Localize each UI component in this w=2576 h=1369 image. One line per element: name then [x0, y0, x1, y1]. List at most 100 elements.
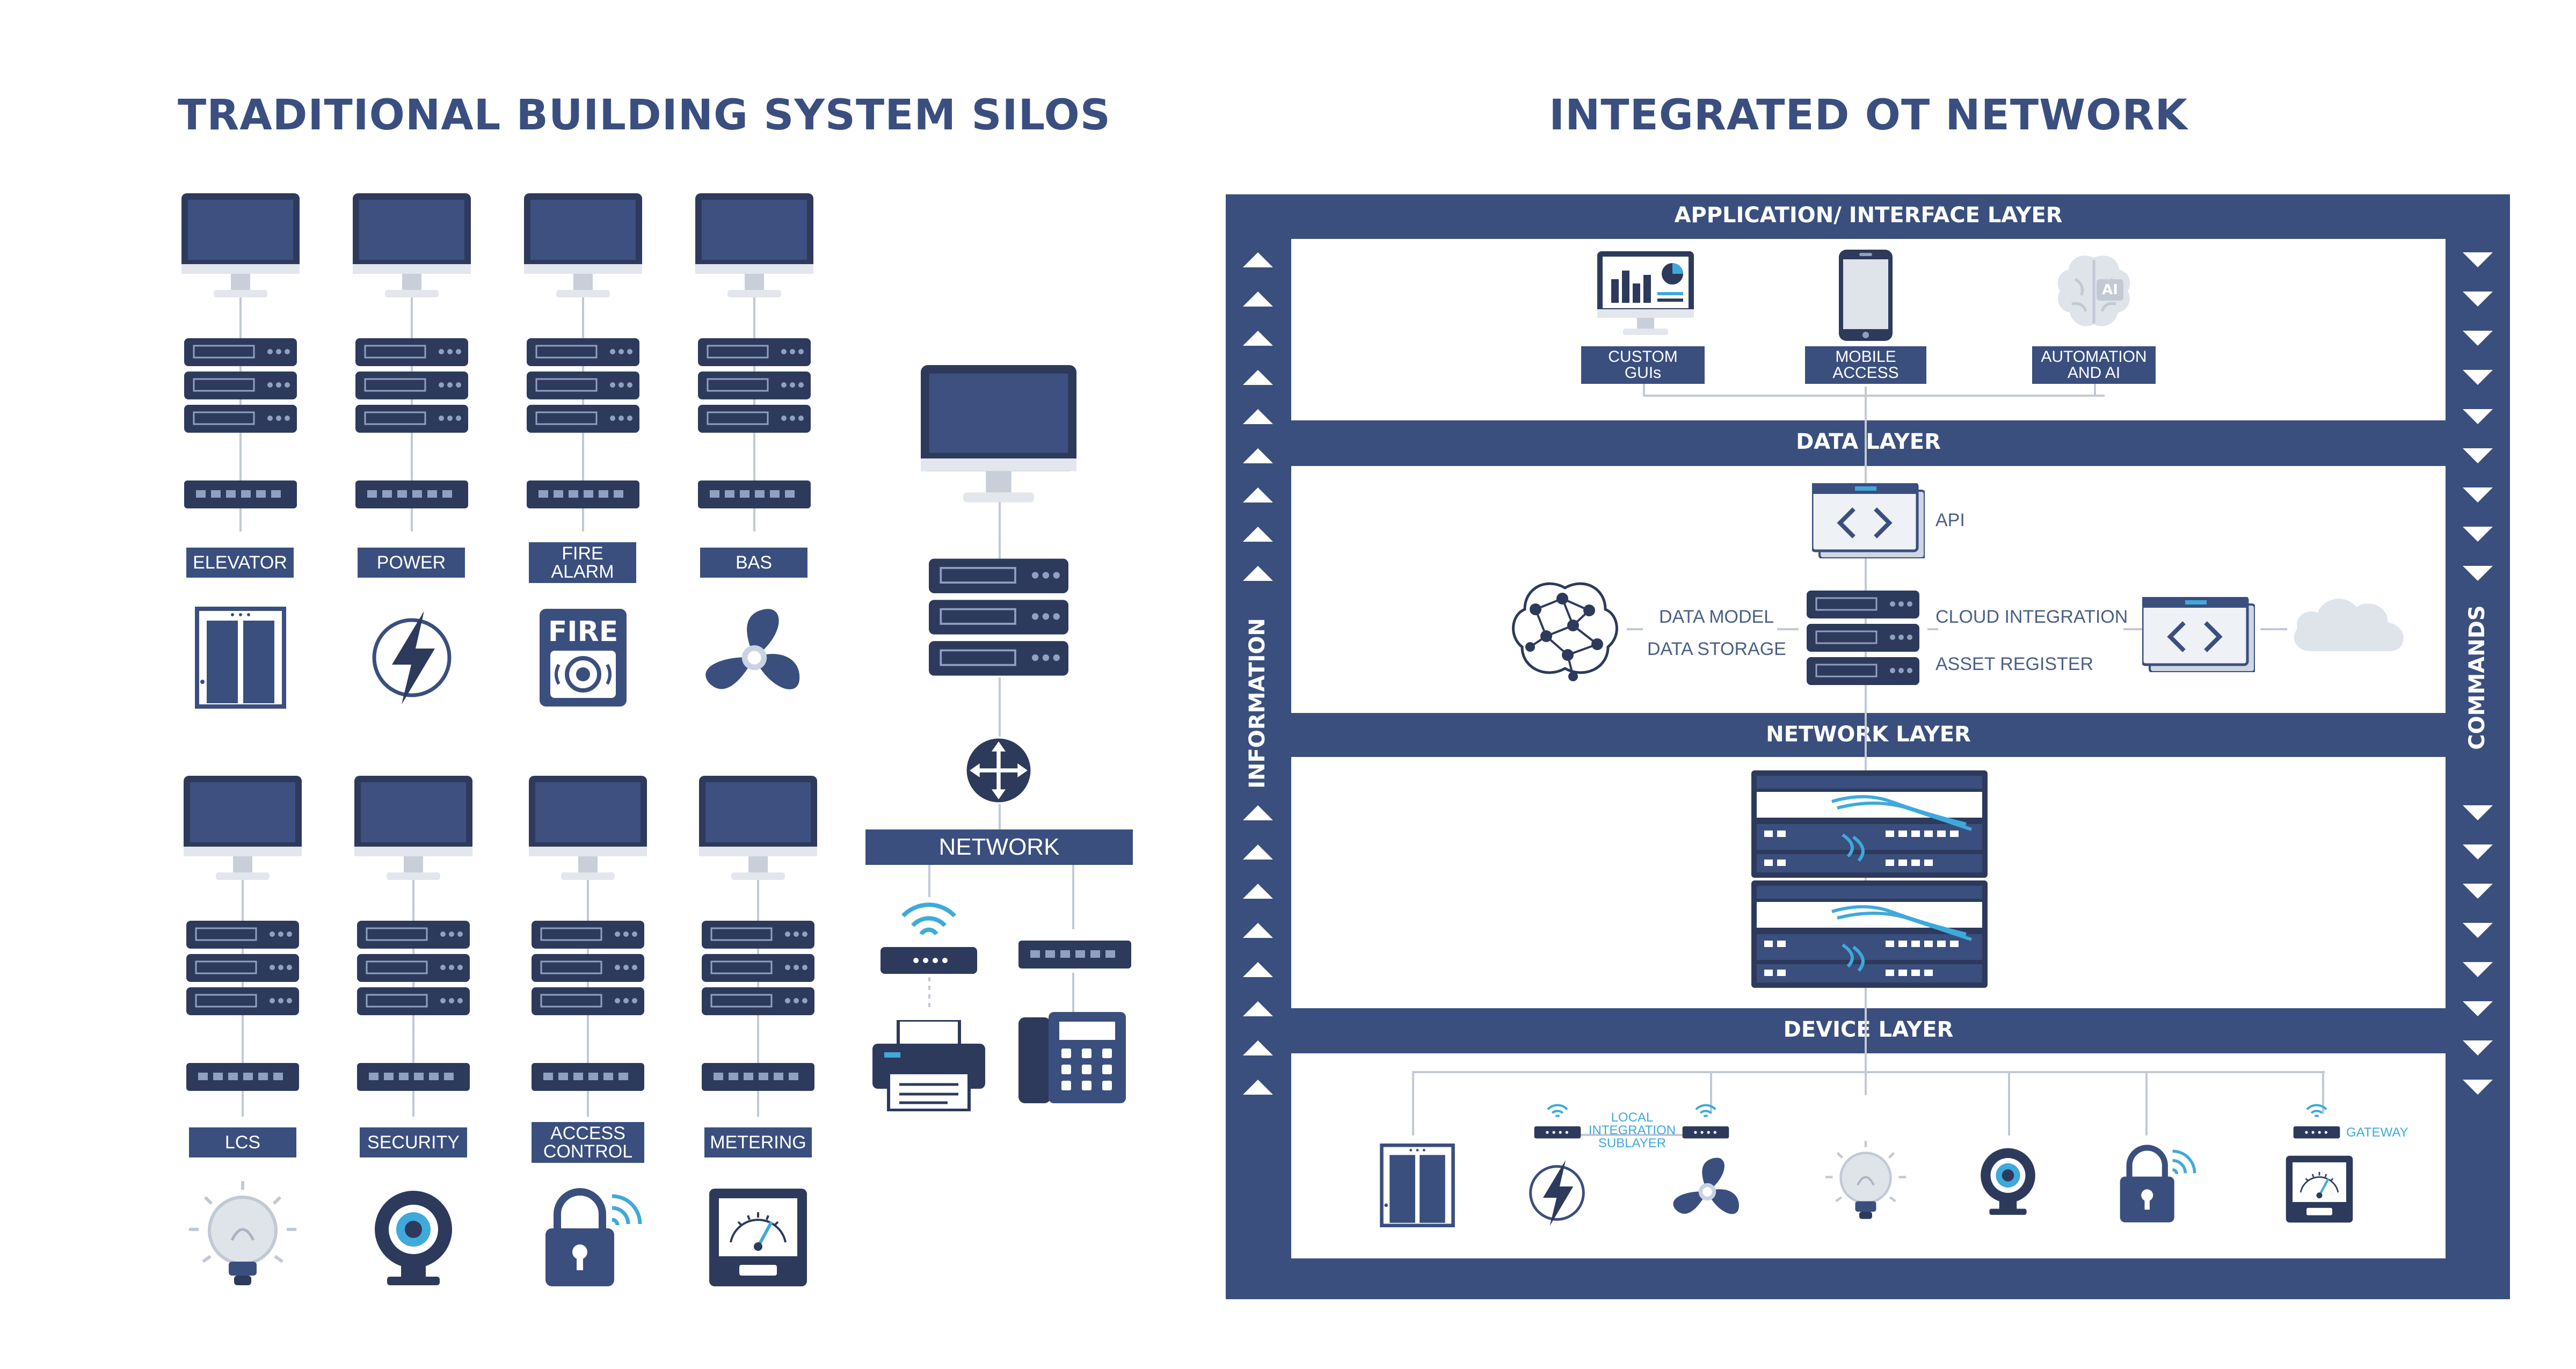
silo-label-access-control: ACCESS CONTROL: [532, 1122, 644, 1163]
data-layer-title: DATA LAYER: [1796, 429, 1941, 454]
monitor-icon: [921, 365, 1076, 521]
silo-label-power: POWER: [358, 548, 465, 578]
up-arrow-icon: [1242, 370, 1274, 385]
custom-guis-label: CUSTOM GUIs: [1581, 346, 1705, 384]
server-icon: [357, 921, 470, 1017]
up-arrow-icon: [1242, 448, 1274, 463]
up-arrow-icon: [1242, 252, 1274, 267]
switch-icon: [698, 480, 811, 513]
monitor-icon: [695, 193, 813, 311]
silo-label-metering: METERING: [704, 1127, 812, 1157]
wifi-icon: [1544, 1103, 1571, 1118]
up-arrow-icon: [1242, 1001, 1274, 1016]
switch-icon: [184, 480, 297, 513]
printer-icon: [872, 1020, 985, 1111]
up-arrow-icon: [1242, 527, 1274, 542]
device-layer-title: DEVICE LAYER: [1783, 1017, 1954, 1042]
left-title: TRADITIONAL BUILDING SYSTEM SILOS: [178, 91, 1111, 140]
integration-code-window-icon: [2142, 597, 2255, 672]
down-arrow-icon: [2462, 252, 2493, 267]
desk-phone-icon: [1018, 1012, 1126, 1103]
up-arrow-icon: [1242, 884, 1274, 899]
switch-icon: [532, 1063, 644, 1095]
up-arrow-icon: [1242, 805, 1274, 820]
fire-alarm-icon: [537, 607, 629, 709]
network-label: NETWORK: [865, 829, 1133, 865]
elevator-icon: [195, 607, 286, 709]
commands-side-label: COMMANDS: [2465, 605, 2490, 750]
server-icon: [184, 338, 297, 435]
elevator-icon: [1380, 1144, 1455, 1227]
switch-icon: [357, 1063, 470, 1095]
neural-network-brain-icon: [1509, 577, 1621, 684]
down-arrow-icon: [2462, 805, 2493, 820]
silo-label-fire-alarm: FIRE ALARM: [529, 542, 636, 583]
light-bulb-icon: [1825, 1135, 1906, 1227]
silo-label-bas: BAS: [700, 548, 807, 578]
silo-label-security: SECURITY: [360, 1127, 467, 1157]
down-arrow-icon: [2462, 527, 2493, 542]
data-storage-label: DATA STORAGE: [1647, 639, 1786, 659]
switch-icon: [702, 1063, 814, 1095]
up-arrow-icon: [1242, 1080, 1274, 1095]
monitor-icon: [184, 776, 302, 894]
lightning-icon: [366, 607, 457, 709]
up-arrow-icon: [1242, 844, 1274, 860]
wifi-icon: [2303, 1103, 2330, 1118]
api-code-window-icon: [1812, 483, 1925, 558]
local-switch-icon: [1682, 1126, 1730, 1140]
meter-icon: [707, 1186, 809, 1288]
down-arrow-icon: [2462, 331, 2493, 346]
data-model-label: DATA MODEL: [1659, 607, 1774, 627]
right-title: INTEGRATED OT NETWORK: [1549, 91, 2188, 140]
gateway-switch-icon: [2293, 1126, 2341, 1140]
server-icon: [186, 921, 299, 1017]
silo-label-elevator: ELEVATOR: [186, 548, 294, 578]
monitor-icon: [354, 776, 472, 894]
mobile-phone-icon: [1839, 250, 1893, 341]
down-arrow-icon: [2462, 844, 2493, 860]
wifi-modem-icon: [875, 897, 983, 977]
cloud-icon: [2290, 593, 2408, 652]
down-arrow-icon: [2462, 409, 2493, 424]
router-icon: [964, 736, 1034, 805]
device-bus-line: [1412, 1071, 2325, 1073]
padlock-icon: [537, 1186, 644, 1288]
fan-icon: [701, 604, 808, 711]
dashboard-monitor-icon: [1597, 251, 1694, 337]
down-arrow-icon: [2462, 884, 2493, 899]
up-arrow-icon: [1242, 566, 1274, 581]
down-arrow-icon: [2462, 448, 2493, 463]
network-rack-icon: [1751, 880, 1988, 988]
down-arrow-icon: [2462, 1080, 2493, 1095]
down-arrow-icon: [2462, 923, 2493, 938]
local-switch-icon: [1533, 1126, 1582, 1140]
switch-icon: [355, 480, 468, 513]
up-arrow-icon: [1242, 923, 1274, 938]
down-arrow-icon: [2462, 962, 2493, 977]
network-rack-icon: [1751, 770, 1988, 878]
up-arrow-icon: [1242, 962, 1274, 977]
padlock-icon: [2113, 1144, 2199, 1224]
mobile-access-label: MOBILE ACCESS: [1805, 346, 1926, 384]
up-arrow-icon: [1242, 1040, 1274, 1055]
monitor-icon: [524, 193, 642, 311]
gateway-label: GATEWAY: [2346, 1125, 2408, 1140]
network-layer-title: NETWORK LAYER: [1766, 722, 1971, 747]
ai-brain-icon: AI: [2054, 252, 2134, 333]
cloud-integration-label: CLOUD INTEGRATION: [1935, 607, 2128, 627]
information-side-label: INFORMATION: [1245, 618, 1270, 789]
server-icon: [929, 558, 1068, 679]
automation-ai-label: AUTOMATION AND AI: [2032, 346, 2156, 384]
up-arrow-icon: [1242, 487, 1274, 503]
light-bulb-icon: [189, 1181, 296, 1288]
down-arrow-icon: [2462, 370, 2493, 385]
up-arrow-icon: [1242, 331, 1274, 346]
wifi-icon: [1692, 1103, 1719, 1118]
down-arrow-icon: [2462, 292, 2493, 307]
switch-icon: [186, 1063, 299, 1095]
server-icon: [702, 921, 814, 1017]
up-arrow-icon: [1242, 409, 1274, 424]
down-arrow-icon: [2462, 1040, 2493, 1055]
down-arrow-icon: [2462, 487, 2493, 503]
